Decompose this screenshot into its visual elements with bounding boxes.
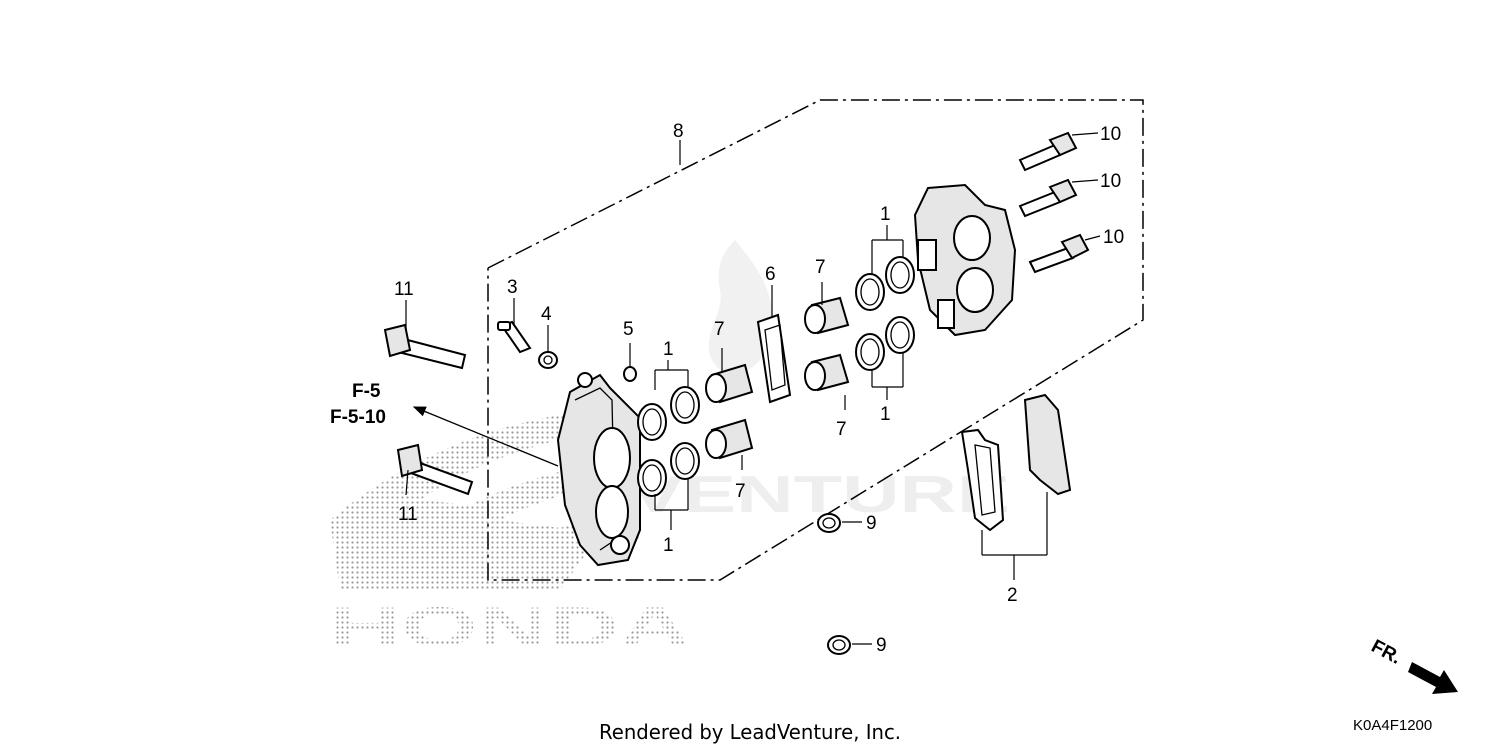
piston-right-upper[interactable] <box>804 296 850 335</box>
pad-pin-clip-upper[interactable] <box>817 513 841 533</box>
pad-spring[interactable] <box>756 313 792 404</box>
piston-seal-set-left[interactable] <box>637 386 700 497</box>
piston-seal-set-right[interactable] <box>855 256 915 371</box>
mounting-bolt-upper[interactable] <box>383 323 467 370</box>
callout-6[interactable]: 6 <box>765 264 776 285</box>
mounting-bolt-lower[interactable] <box>396 443 474 496</box>
callout-7-lower-right[interactable]: 7 <box>836 419 847 440</box>
callout-2[interactable]: 2 <box>1007 585 1018 606</box>
callout-1-bottom-right[interactable]: 1 <box>880 404 891 425</box>
callout-8[interactable]: 8 <box>673 121 684 142</box>
callout-10-c[interactable]: 10 <box>1103 227 1124 248</box>
caliper-right-body[interactable] <box>913 183 1017 337</box>
watermark-flame-icon <box>708 240 773 374</box>
callout-7-lower-left[interactable]: 7 <box>735 481 746 502</box>
brake-pad-outer[interactable] <box>1023 393 1072 496</box>
caliper-bolt-b[interactable] <box>1018 178 1078 218</box>
callout-9-upper[interactable]: 9 <box>866 513 877 534</box>
bleeder-cap[interactable] <box>538 351 558 369</box>
callout-7-upper-right[interactable]: 7 <box>815 257 826 278</box>
callout-10-a[interactable]: 10 <box>1100 124 1121 145</box>
callout-3[interactable]: 3 <box>507 277 518 298</box>
callout-1-top-right[interactable]: 1 <box>880 204 891 225</box>
callout-1-top-left[interactable]: 1 <box>663 339 674 360</box>
callout-9-lower[interactable]: 9 <box>876 635 887 656</box>
caliper-left-body[interactable] <box>556 372 641 567</box>
caliper-bolt-a[interactable] <box>1018 131 1078 172</box>
watermark-brand-text: HONDA <box>330 595 690 658</box>
bleeder-screw[interactable] <box>497 320 532 354</box>
direction-label: FR. <box>1368 636 1405 669</box>
piston-left-lower[interactable] <box>705 418 754 460</box>
leader-lines <box>405 132 1101 645</box>
callout-11-upper[interactable]: 11 <box>394 279 414 300</box>
reference-label-f5-10[interactable]: F-5-10 <box>330 407 386 428</box>
front-direction-indicator: FR. <box>1368 636 1458 694</box>
callout-1-bottom-left[interactable]: 1 <box>663 535 674 556</box>
piston-right-lower[interactable] <box>804 353 850 392</box>
callout-4[interactable]: 4 <box>541 304 552 325</box>
assembly-boundary-line <box>487 99 1144 581</box>
callout-7-upper-left[interactable]: 7 <box>714 319 725 340</box>
brake-pad-inner[interactable] <box>960 428 1005 532</box>
honda-wing-logo <box>330 412 640 590</box>
reference-arrow <box>412 406 559 467</box>
callout-10-b[interactable]: 10 <box>1100 171 1121 192</box>
piston-left-upper[interactable] <box>705 363 754 404</box>
o-ring-small[interactable] <box>623 366 637 382</box>
rendered-by-credit: Rendered by LeadVenture, Inc. <box>599 720 901 744</box>
caliper-bolt-c[interactable] <box>1028 233 1090 274</box>
pad-pin-clip-lower[interactable] <box>827 635 851 655</box>
callout-5[interactable]: 5 <box>623 319 634 340</box>
direction-arrow-icon <box>1408 662 1458 694</box>
callout-11-lower[interactable]: 11 <box>398 504 418 525</box>
diagram-code: K0A4F1200 <box>1353 717 1432 734</box>
reference-label-f5[interactable]: F-5 <box>352 381 381 402</box>
